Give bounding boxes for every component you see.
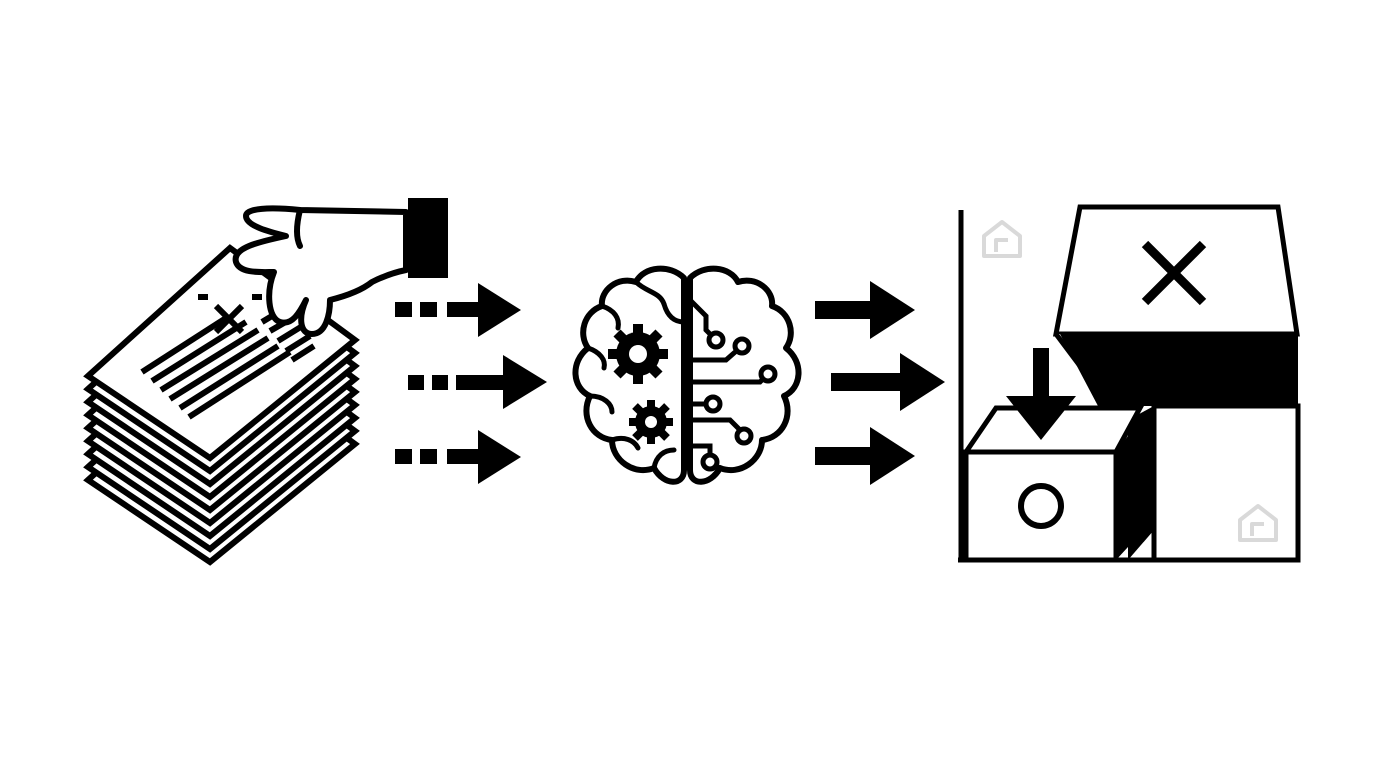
accepted-box-icon (961, 405, 1145, 563)
solid-arrow-top (815, 281, 915, 339)
circle-mark-icon (1018, 483, 1064, 529)
solid-arrow-bottom (815, 427, 915, 485)
solid-arrow-middle (831, 353, 945, 411)
x-mark-icon (1141, 240, 1207, 306)
circuit-nodes (700, 330, 778, 472)
brain-fold-lines (585, 279, 687, 471)
dashed-arrow-top (395, 283, 521, 337)
gear-icon-small (629, 400, 673, 444)
hand-cuff-icon (408, 198, 448, 278)
hand-icon (232, 205, 409, 337)
box-sorting-icon (958, 204, 1301, 563)
dashed-arrow-middle (408, 355, 547, 409)
hand-holding-documents-icon (83, 198, 448, 566)
circuit-traces (687, 297, 769, 461)
watermark-icon (982, 220, 1278, 542)
dashed-arrow-bottom (395, 430, 521, 484)
brain-gear-circuit-icon (572, 265, 802, 485)
brain-outline-right (687, 265, 802, 485)
down-arrow-icon (1006, 348, 1076, 440)
document-x-mark-icon (198, 294, 262, 335)
gear-icon-large (608, 324, 668, 384)
